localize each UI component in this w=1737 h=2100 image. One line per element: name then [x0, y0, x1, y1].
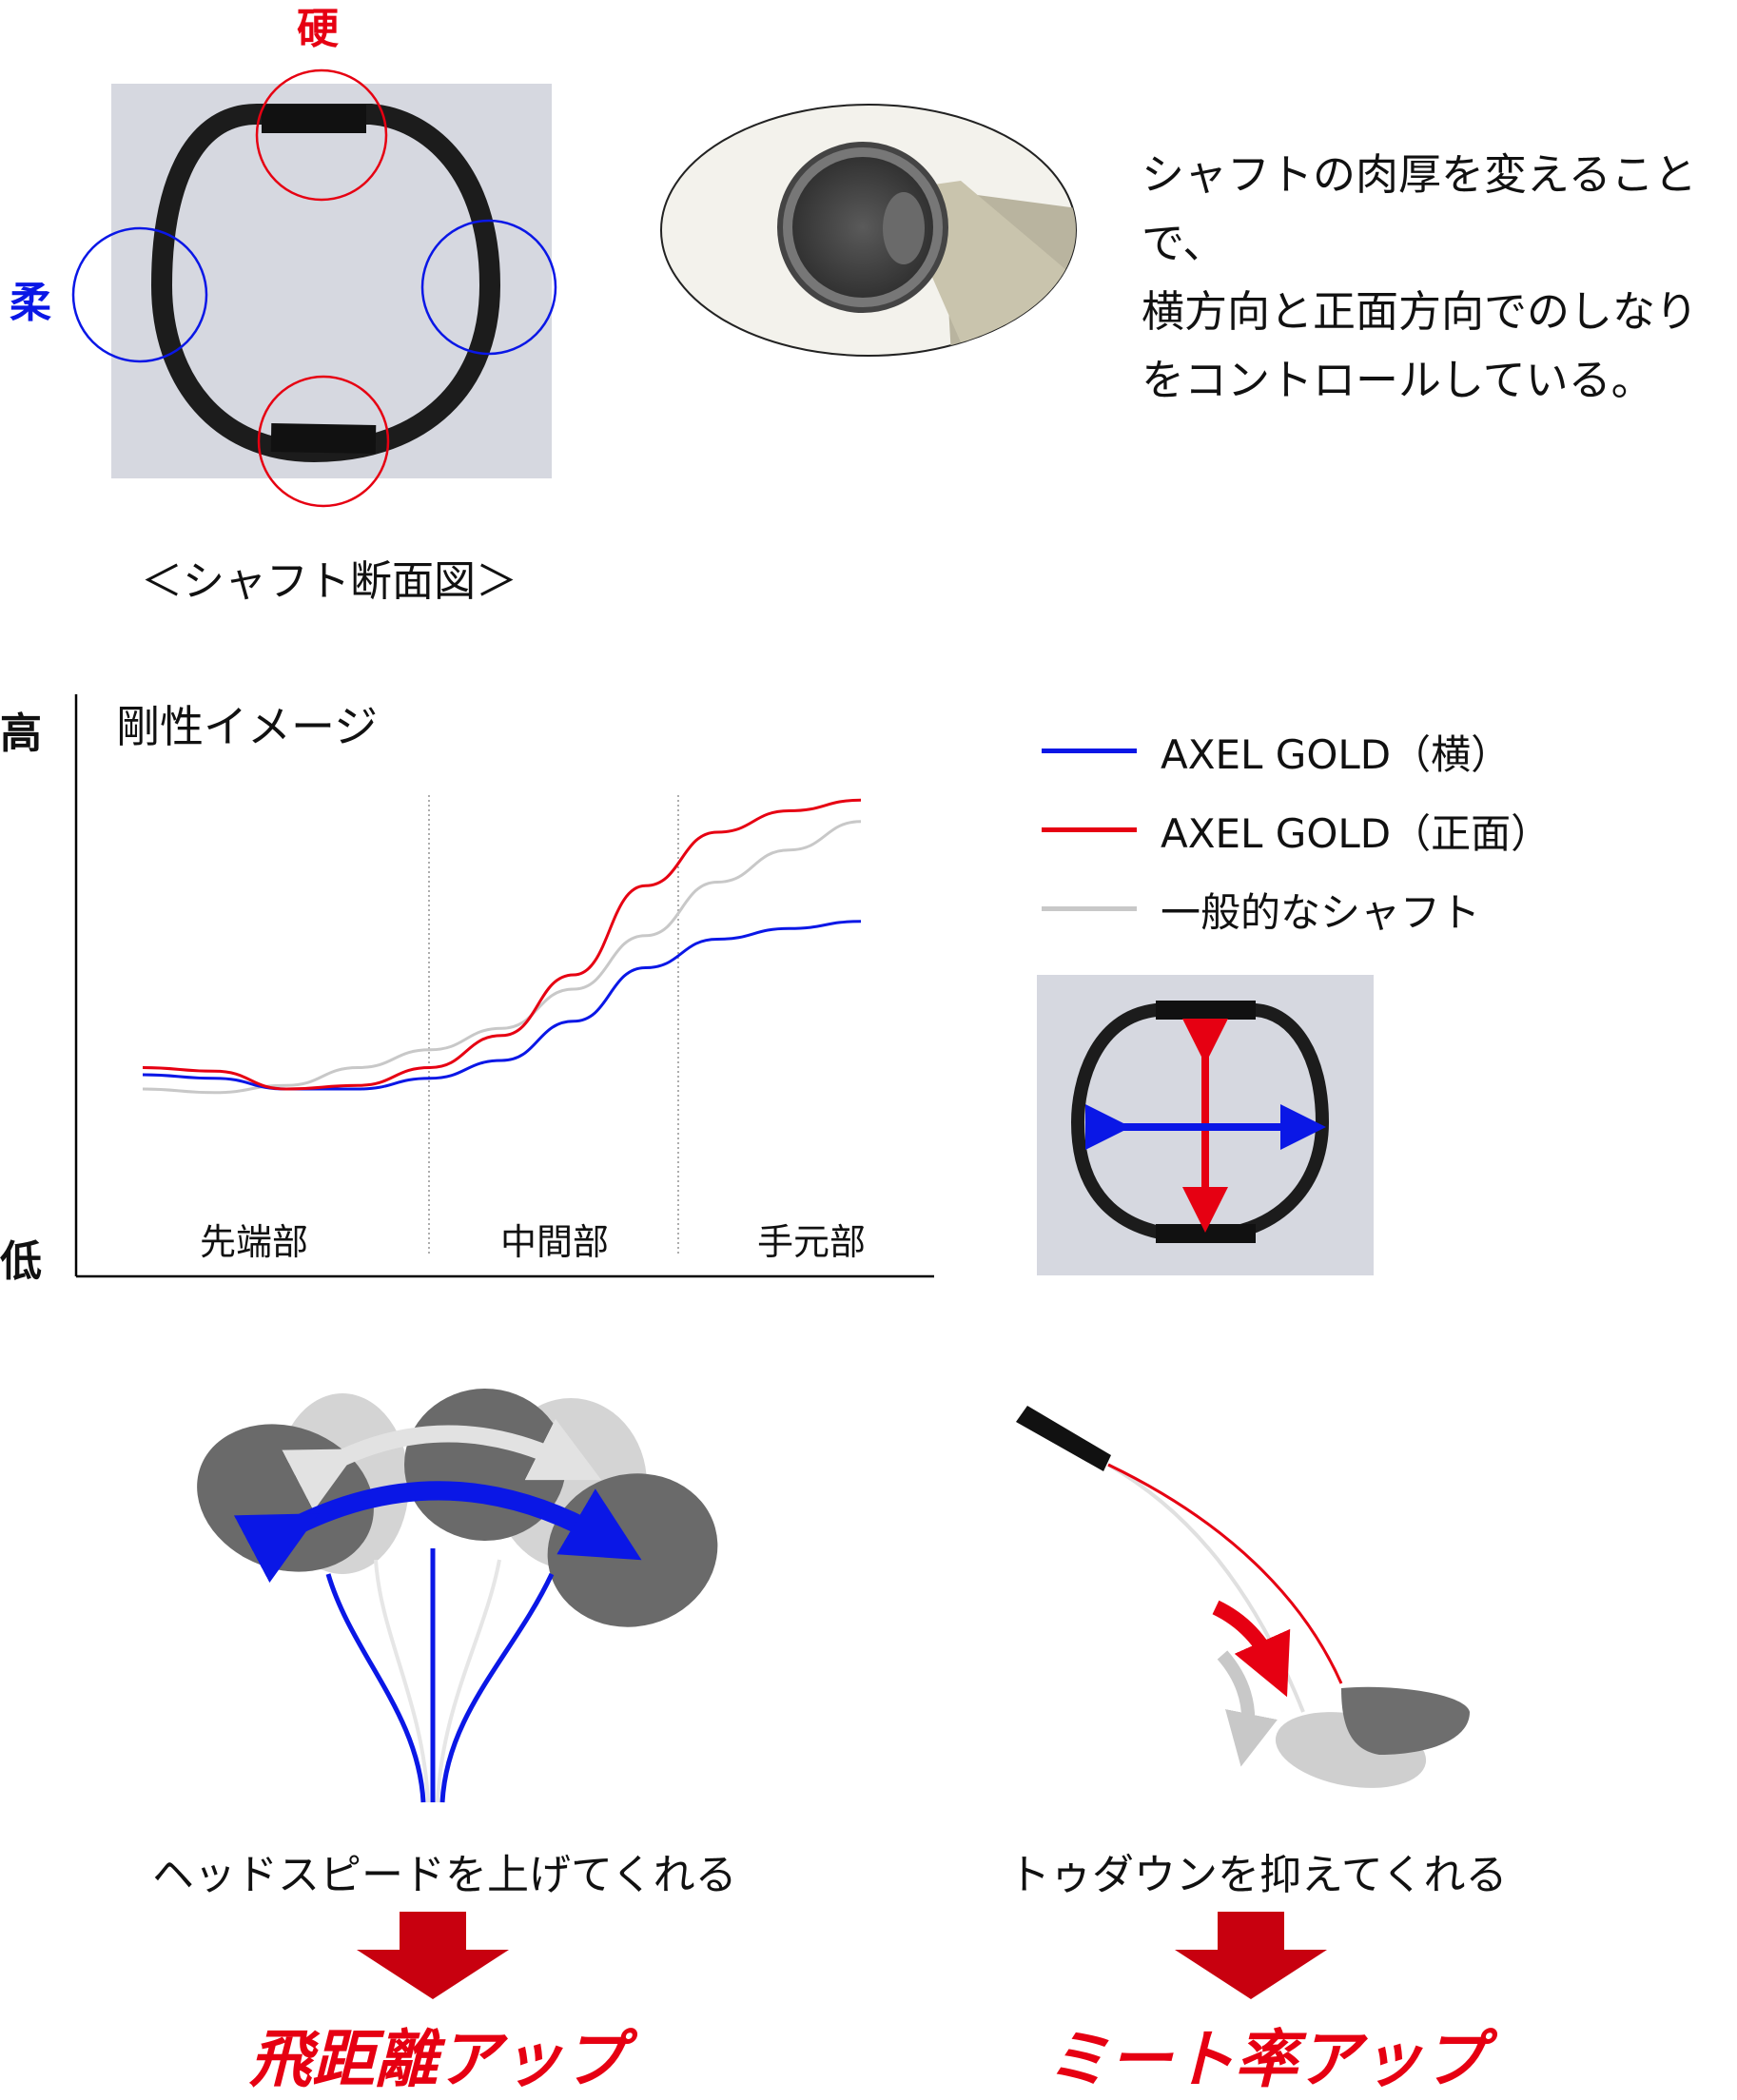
category-mid: 中間部	[500, 1221, 610, 1263]
y-low-label: 低	[0, 1237, 42, 1286]
cross-section-photo	[111, 84, 552, 478]
series-line-0	[142, 920, 862, 1091]
legend-swatch-side	[1042, 749, 1137, 753]
description-line-1: シャフトの肉厚を変えることで、	[1142, 149, 1697, 268]
legend-swatch-front	[1042, 827, 1137, 832]
series-line-1	[142, 798, 862, 1091]
soft-label: 柔	[10, 279, 51, 327]
description-line-2: 横方向と正面方向でのしなり	[1142, 286, 1699, 337]
meet-rate-up-result: ミート率アップ	[1046, 2023, 1486, 2096]
head-speed-caption: ヘッドスピードを上げてくれる	[152, 1851, 737, 1899]
distance-up-result: 飛距離アップ	[249, 2023, 626, 2096]
legend-swatch-general	[1042, 906, 1137, 911]
direction-photo	[1037, 975, 1374, 1275]
legend-label-side: AXEL GOLD（横）	[1161, 731, 1512, 778]
toe-down-caption: トゥダウンを抑えてくれる	[1008, 1851, 1508, 1899]
y-high-label: 高	[0, 710, 42, 758]
legend-label-general: 一般的なシャフト	[1161, 889, 1481, 936]
legend: AXEL GOLD（横） AXEL GOLD（正面） 一般的なシャフト	[1042, 723, 1708, 951]
description: シャフトの肉厚を変えることで、 横方向と正面方向でのしなり をコントロールしてい…	[1142, 141, 1737, 415]
description-line-3: をコントロールしている。	[1142, 355, 1654, 405]
cross-section-caption: ＜シャフト断面図＞	[141, 557, 517, 606]
legend-label-front: AXEL GOLD（正面）	[1161, 810, 1552, 857]
category-tip: 先端部	[200, 1221, 309, 1263]
series-line-2	[142, 820, 862, 1095]
hard-label: 硬	[297, 5, 339, 53]
category-butt: 手元部	[757, 1221, 867, 1263]
chart-title: 剛性イメージ	[116, 701, 379, 752]
